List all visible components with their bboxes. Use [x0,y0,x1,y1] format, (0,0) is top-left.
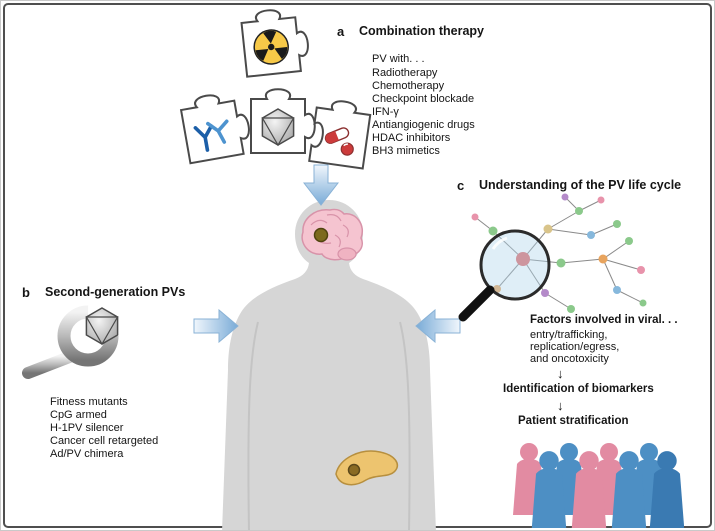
panel-c-factor: replication/egress, [530,341,620,353]
brain-tumor-dot [313,227,329,243]
panel-c-factor: entry/trafficking, [530,329,608,341]
panel-a-intro: PV with. . . [372,53,425,65]
panel-c-factors-heading: Factors involved in viral. . . [530,314,678,326]
magnifying-glass-icon [458,229,551,322]
panel-a-item: Radiotherapy [372,67,438,79]
pancreas-tumor-dot [347,463,361,477]
panel-b-tag: b [22,285,30,300]
right-arm-line [399,321,411,530]
arrow-left-icon [415,309,461,343]
panel-c-step-biomarkers: Identification of biomarkers [503,383,654,395]
wrench-virus-graphic [22,305,119,379]
panel-b-item: H-1PV silencer [50,422,124,434]
panel-a-item: HDAC inhibitors [372,132,451,144]
panel-a-title: Combination therapy [359,24,485,38]
virus-capsid-icon [261,108,295,147]
puzzle-piece-pills [308,100,372,170]
panel-b-item: Cancer cell retargeted [50,435,159,447]
panel-a-item: Checkpoint blockade [372,93,475,105]
pancreas-graphic [335,450,399,486]
radiation-icon [253,29,289,65]
human-silhouette [222,200,436,530]
puzzle-piece-radiation [240,9,309,78]
puzzle-pieces-graphic [179,9,372,170]
panel-a-item: Chemotherapy [372,80,445,92]
pv-lifecycle-network-graphic [458,193,647,322]
body-shape [222,200,436,530]
network-edges [474,196,644,310]
panel-a-item: IFN-γ [372,106,399,118]
arrow-right-icon [193,309,239,343]
panel-b-title: Second-generation PVs [45,285,186,299]
panel-a-item: BH3 mimetics [372,145,440,157]
panel-c-tag: c [457,178,465,193]
panel-c-step-stratification: Patient stratification [518,415,629,427]
flow-arrow-down-icon: ↓ [557,398,564,413]
arrow-down-icon [303,164,339,206]
antibody-icon [193,119,229,152]
wrench-handle [22,350,78,379]
puzzle-piece-virus [250,88,316,154]
puzzle-piece-antibodies [179,94,250,165]
brain-graphic [301,208,363,261]
panel-b-item: CpG armed [50,409,107,421]
panel-c-factor: and oncotoxicity [530,353,609,365]
pills-icon [324,127,354,156]
virus-capsid-icon [85,307,119,346]
cerebellum-shape [337,247,357,261]
panel-c-title: Understanding of the PV life cycle [479,178,682,192]
panel-b-item: Ad/PV chimera [50,448,124,460]
panel-a-tag: a [337,24,345,39]
left-arm-line [247,321,259,530]
pancreas-shape [335,450,399,486]
flow-arrow-down-icon: ↓ [557,366,564,381]
patient-group-graphic [513,443,684,528]
panel-a-item: Antiangiogenic drugs [372,119,475,131]
panel-b-item: Fitness mutants [50,396,128,408]
